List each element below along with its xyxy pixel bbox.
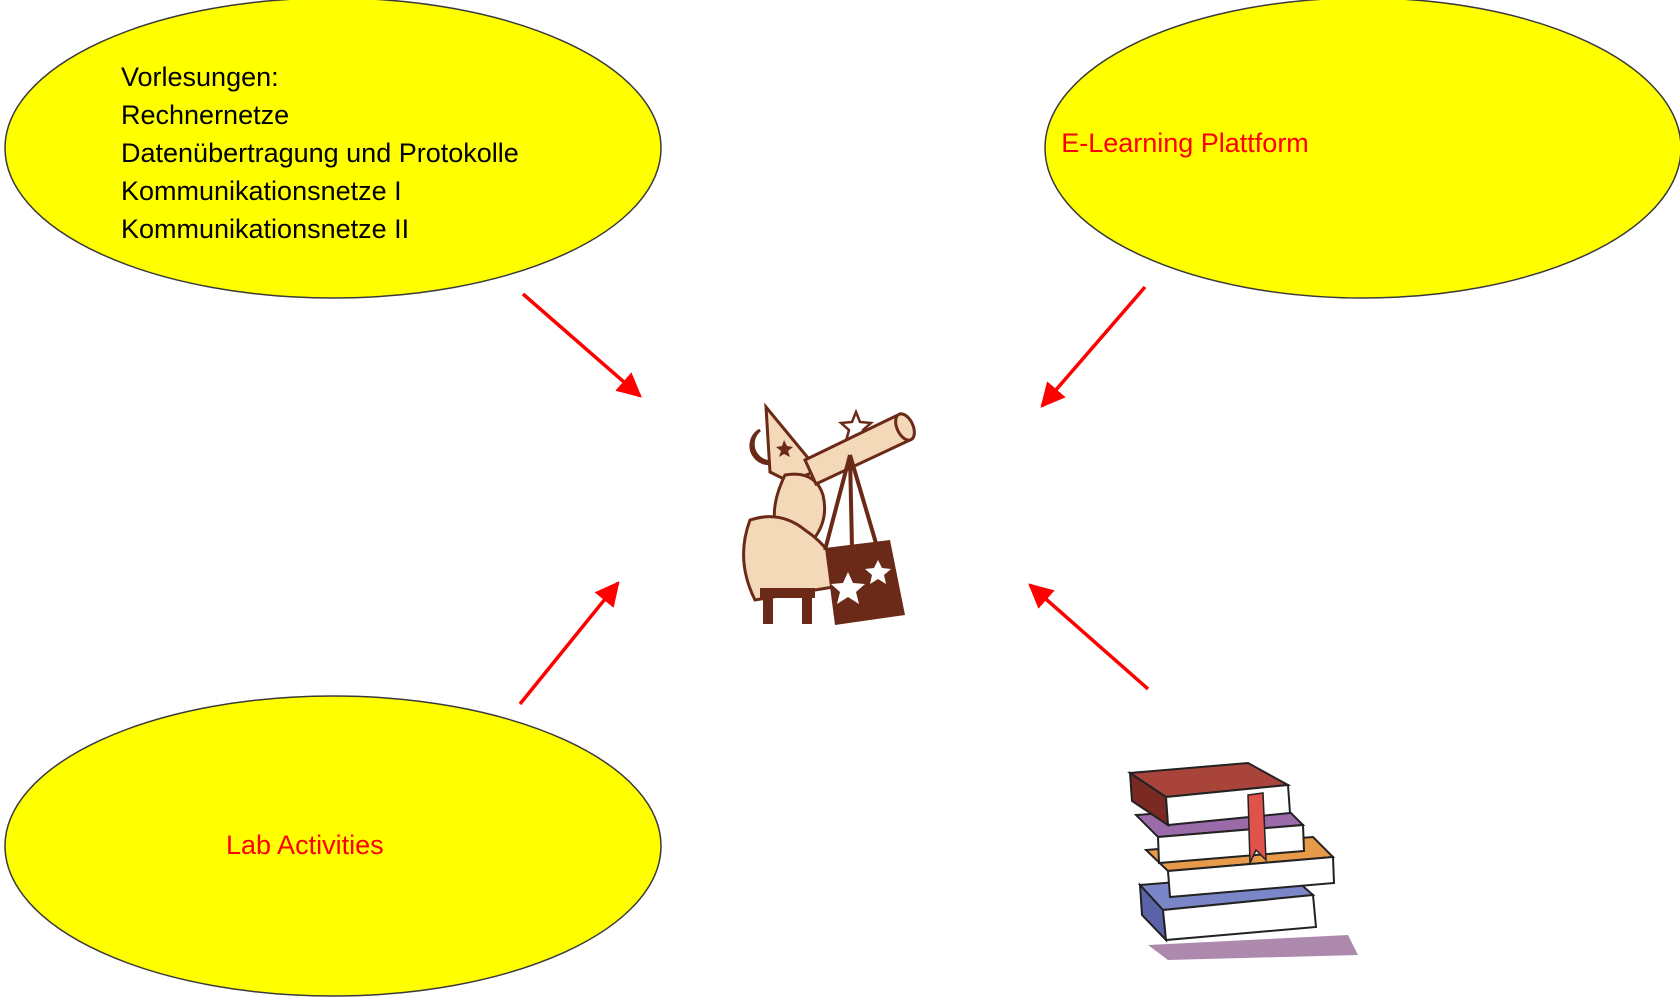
arrow-elearning-to-center <box>1040 285 1147 408</box>
arrow-books-to-center <box>1028 583 1150 691</box>
arrow-lectures-to-center <box>521 292 642 398</box>
lectures-text: Vorlesungen: Rechnernetze Datenübertragu… <box>121 58 519 248</box>
lectures-bubble <box>4 0 662 299</box>
lecture-item: Datenübertragung und Protokolle <box>121 138 519 168</box>
astronomer-wizard-icon <box>742 402 916 625</box>
lecture-item: Kommunikationsnetze II <box>121 214 410 244</box>
lab-bubble <box>4 695 662 997</box>
book-stack-icon <box>1127 761 1358 960</box>
elearning-bubble <box>1044 0 1680 299</box>
arrow-lab-to-center <box>518 581 620 706</box>
elearning-label: E-Learning Plattform <box>1061 128 1309 158</box>
lecture-item: Kommunikationsnetze I <box>121 176 402 206</box>
lectures-heading: Vorlesungen: <box>121 62 279 92</box>
lab-activities-label: Lab Activities <box>226 830 384 860</box>
lecture-item: Rechnernetze <box>121 100 290 130</box>
